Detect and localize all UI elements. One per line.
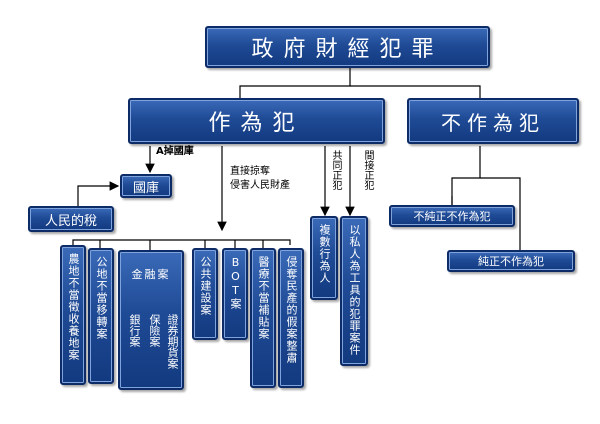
omission-box: 不作為犯	[407, 98, 579, 144]
case-seizure-label: 侵奪民產的假案整肅	[285, 256, 298, 364]
root-box: 政府財經犯罪	[205, 26, 490, 68]
people-tax-box: 人民的稅	[28, 206, 114, 232]
case-indirect-label: 以私人為工具的犯罪案件	[348, 224, 361, 356]
case-farmland-label: 農地不當徵收養地案	[67, 253, 80, 361]
treasury-box: 國庫	[120, 174, 172, 198]
indirect-label: 間接正犯	[362, 150, 373, 190]
people-tax-label: 人民的稅	[44, 213, 97, 229]
action-box: 作為犯	[128, 98, 385, 144]
finance-insurance: 保險案	[148, 314, 161, 347]
omission-pure-label: 純正不作為犯	[478, 255, 544, 268]
case-public-construction-label: 公共建設案	[199, 256, 212, 316]
finance-bank: 銀行案	[128, 314, 141, 347]
direct-label-2: 侵害人民財產	[230, 180, 290, 191]
omission-impure-label: 不純正不作為犯	[413, 210, 491, 223]
case-public-construction: 公共建設案	[192, 248, 218, 340]
root-label: 政府財經犯罪	[251, 37, 444, 62]
direct-label-1: 直接掠奪	[230, 166, 270, 177]
action-label: 作為犯	[208, 111, 305, 136]
case-seizure: 侵奪民產的假案整肅	[278, 248, 304, 388]
omission-impure-box: 不純正不作為犯	[389, 205, 515, 227]
finance-box: 金融案 銀行案 保險案 證券期貨案	[118, 250, 184, 390]
finance-securities: 證券期貨案	[166, 314, 179, 369]
case-farmland: 農地不當徵收養地案	[60, 245, 86, 385]
case-medical-label: 醫療不當補貼案	[257, 256, 270, 340]
treasury-label: 國庫	[132, 180, 159, 196]
joint-label: 共同正犯	[330, 150, 341, 190]
omission-pure-box: 純正不作為犯	[447, 250, 575, 272]
case-joint: 複數行為人	[310, 216, 338, 300]
case-bot-label: BOT案	[229, 256, 242, 310]
finance-title: 金融案	[131, 268, 171, 281]
case-publicland: 公地不當移轉案	[88, 248, 114, 384]
case-bot: BOT案	[222, 248, 248, 340]
case-publicland-label: 公地不當移轉案	[95, 256, 108, 340]
embezzle-label: A掉國庫	[156, 146, 194, 157]
case-medical: 醫療不當補貼案	[250, 248, 276, 388]
case-joint-label: 複數行為人	[318, 224, 331, 284]
case-indirect: 以私人為工具的犯罪案件	[340, 216, 368, 366]
omission-label: 不作為犯	[441, 110, 545, 135]
